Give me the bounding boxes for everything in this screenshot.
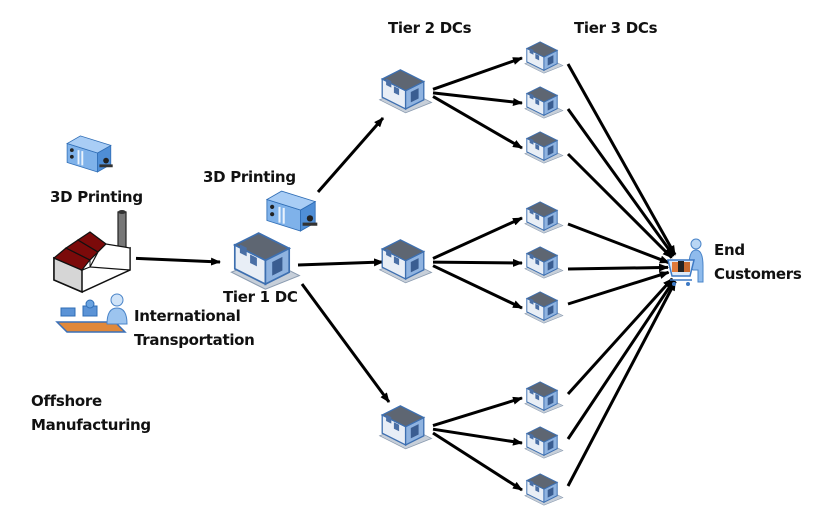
warehouse-icon xyxy=(524,41,564,74)
arrow-t3a2-to-customers xyxy=(566,108,675,257)
warehouse-icon xyxy=(524,86,564,119)
warehouse-icon xyxy=(230,232,301,291)
edges-layer xyxy=(135,56,677,492)
tier3-header: Tier 3 DCs xyxy=(574,19,658,37)
warehouse-icon xyxy=(524,131,564,164)
arrow-t2c-to-t3c2 xyxy=(432,427,523,446)
customers-label-line2: Customers xyxy=(714,265,802,283)
transport-label-line2: Transportation xyxy=(134,331,255,349)
arrow-tier1-to-t2b xyxy=(297,258,384,267)
warehouse-icon xyxy=(524,473,564,506)
arrow-tier1-to-t2a xyxy=(316,117,385,193)
warehouse-icon xyxy=(378,69,433,114)
customers-label-line1: End xyxy=(714,241,745,259)
factory-icon xyxy=(52,210,131,294)
warehouse-icon xyxy=(524,246,564,279)
arrow-t3c2-to-customers xyxy=(566,279,676,440)
arrow-t2c-to-t3c3 xyxy=(432,431,523,492)
warehouse-icon xyxy=(378,239,433,284)
3d-printer-icon xyxy=(66,134,114,173)
offshore-label-line2: Manufacturing xyxy=(31,416,151,434)
transport-label-line1: International xyxy=(134,307,241,325)
warehouse-icon xyxy=(524,291,564,324)
3d-printer-icon xyxy=(265,190,319,233)
tier1-3d-printing-label: 3D Printing xyxy=(203,168,296,186)
tier2-header: Tier 2 DCs xyxy=(388,19,472,37)
warehouse-icon xyxy=(378,405,433,450)
offshore-label-line1: Offshore xyxy=(31,392,102,410)
nodes-layer xyxy=(52,41,704,506)
arrow-t2a-to-t3a1 xyxy=(432,56,523,91)
arrow-factory-to-tier1 xyxy=(135,256,221,266)
arrow-t3b3-to-customers xyxy=(567,270,670,306)
shopping-cart-customer-icon xyxy=(667,238,704,286)
arrow-t2c-to-t3c1 xyxy=(432,396,523,428)
arrow-t3c1-to-customers xyxy=(566,277,674,396)
warehouse-icon xyxy=(524,426,564,459)
arrow-t3a3-to-customers xyxy=(566,152,673,259)
arrow-t3b2-to-customers xyxy=(567,263,670,272)
offshore-3d-printing-label: 3D Printing xyxy=(50,188,143,206)
arrow-t2b-to-t3b1 xyxy=(432,216,523,260)
arrow-t3b1-to-customers xyxy=(567,222,670,265)
arrow-t2b-to-t3b2 xyxy=(432,258,523,267)
tier1-label: Tier 1 DC xyxy=(223,288,298,306)
arrow-t2a-to-t3a2 xyxy=(432,91,523,106)
warehouse-icon xyxy=(524,201,564,234)
arrow-t3a1-to-customers xyxy=(566,63,677,256)
arrow-t2b-to-t3b3 xyxy=(432,264,523,310)
warehouse-icon xyxy=(524,381,564,414)
arrow-t3c3-to-customers xyxy=(566,280,677,487)
conveyor-worker-icon xyxy=(55,293,128,333)
arrow-tier1-to-t2c xyxy=(300,283,391,403)
arrow-t2a-to-t3a3 xyxy=(432,95,523,150)
